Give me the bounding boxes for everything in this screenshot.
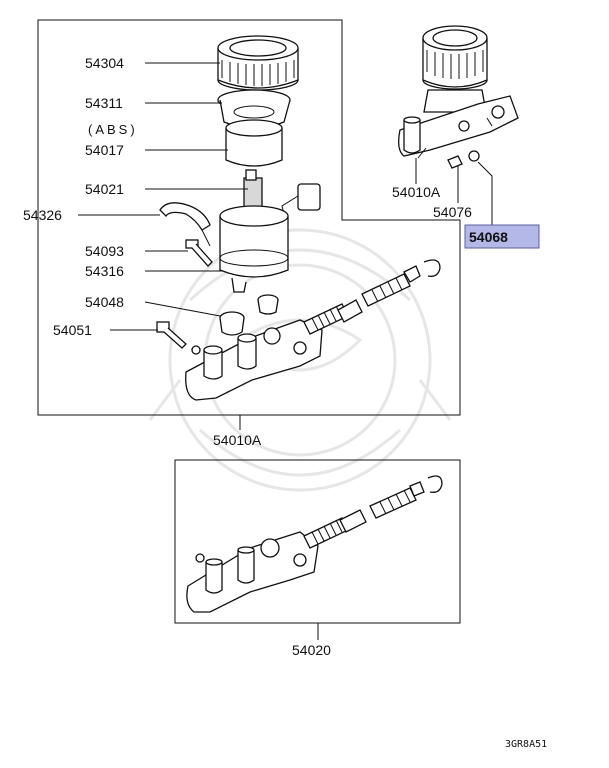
label-54010a-small[interactable]: 54010A (392, 184, 441, 200)
label-54020[interactable]: 54020 (292, 642, 331, 658)
leader-lines (78, 62, 493, 640)
label-54093[interactable]: 54093 (85, 243, 124, 259)
reservoir-bracket (243, 169, 263, 209)
mounting-nuts (447, 150, 480, 169)
label-54311[interactable]: 54311 (85, 95, 123, 111)
sensor-connector (281, 183, 321, 215)
label-54316[interactable]: 54316 (85, 263, 124, 279)
label-54326[interactable]: 54326 (23, 207, 62, 223)
label-54021[interactable]: 54021 (85, 181, 124, 197)
master-cylinder-assembly-small (398, 25, 519, 157)
figure-code: 3GR8A51 (505, 739, 547, 750)
label-54017[interactable]: 54017 (85, 142, 124, 158)
master-cylinder-body (185, 319, 323, 401)
reservoir-grommets (219, 294, 279, 336)
reservoir-bolt (185, 239, 213, 267)
label-54048[interactable]: 54048 (85, 294, 124, 310)
master-cylinder-body-lower (186, 531, 319, 613)
label-54010a-main[interactable]: 54010A (213, 432, 262, 448)
check-bolt (156, 321, 201, 355)
label-54068[interactable]: 54068 (469, 229, 508, 245)
abs-reservoir-tank (225, 119, 283, 167)
label-54051[interactable]: 54051 (53, 322, 92, 338)
label-54304[interactable]: 54304 (85, 55, 124, 71)
label-54076[interactable]: 54076 (433, 204, 472, 220)
brake-fluid-reservoir (219, 205, 289, 293)
piston-kit-main (303, 259, 441, 335)
label-abs-note: (ABS) (88, 122, 138, 137)
reservoir-cap (217, 35, 299, 91)
highlight-box[interactable] (464, 224, 540, 249)
piston-kit-lower (303, 475, 443, 549)
assembly-boundary-main (37, 19, 461, 416)
reservoir-hose (159, 202, 211, 247)
